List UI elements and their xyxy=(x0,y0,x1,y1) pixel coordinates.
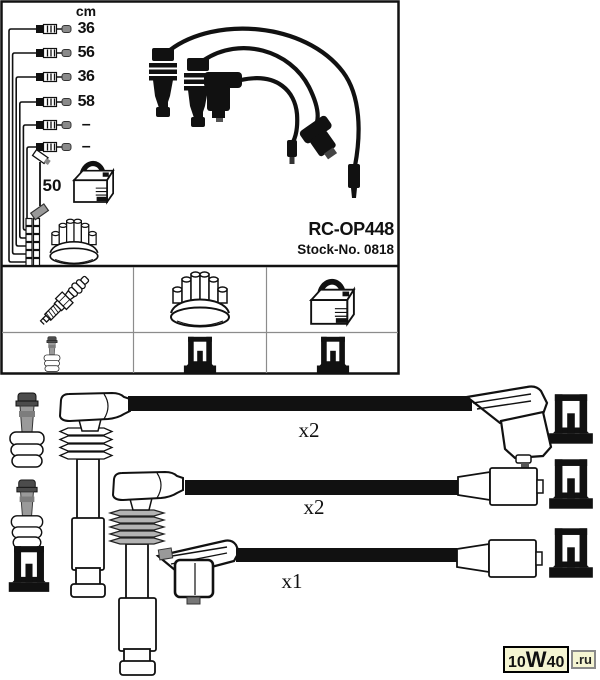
wire-length-value: – xyxy=(81,116,91,133)
cable-3 xyxy=(155,528,593,605)
cable-2 xyxy=(107,459,593,676)
product-model: RC-OP448 xyxy=(308,219,394,239)
table-grid xyxy=(0,0,400,375)
cable3-quantity: x1 xyxy=(281,569,303,593)
wire-length-diagram xyxy=(8,23,113,267)
kit-table-icons xyxy=(36,271,354,374)
loose-parts-left-column xyxy=(8,392,50,592)
wire-length-value: 36 xyxy=(77,68,95,85)
cable2-quantity: x2 xyxy=(303,495,325,519)
unit-label: cm xyxy=(75,3,97,19)
cable-set-illustration xyxy=(149,26,361,198)
watermark-domain: .ru xyxy=(571,650,596,669)
wire-length-value: 36 xyxy=(77,20,95,37)
wire-length-value: 58 xyxy=(77,93,95,110)
stock-number: Stock-No. 0818 xyxy=(297,242,394,257)
coil-wire-length: 50 xyxy=(42,176,62,195)
wire-length-value: – xyxy=(81,138,91,155)
wire-length-value: 56 xyxy=(77,44,95,61)
cable1-quantity: x2 xyxy=(298,418,320,442)
cable-1 xyxy=(58,385,593,598)
